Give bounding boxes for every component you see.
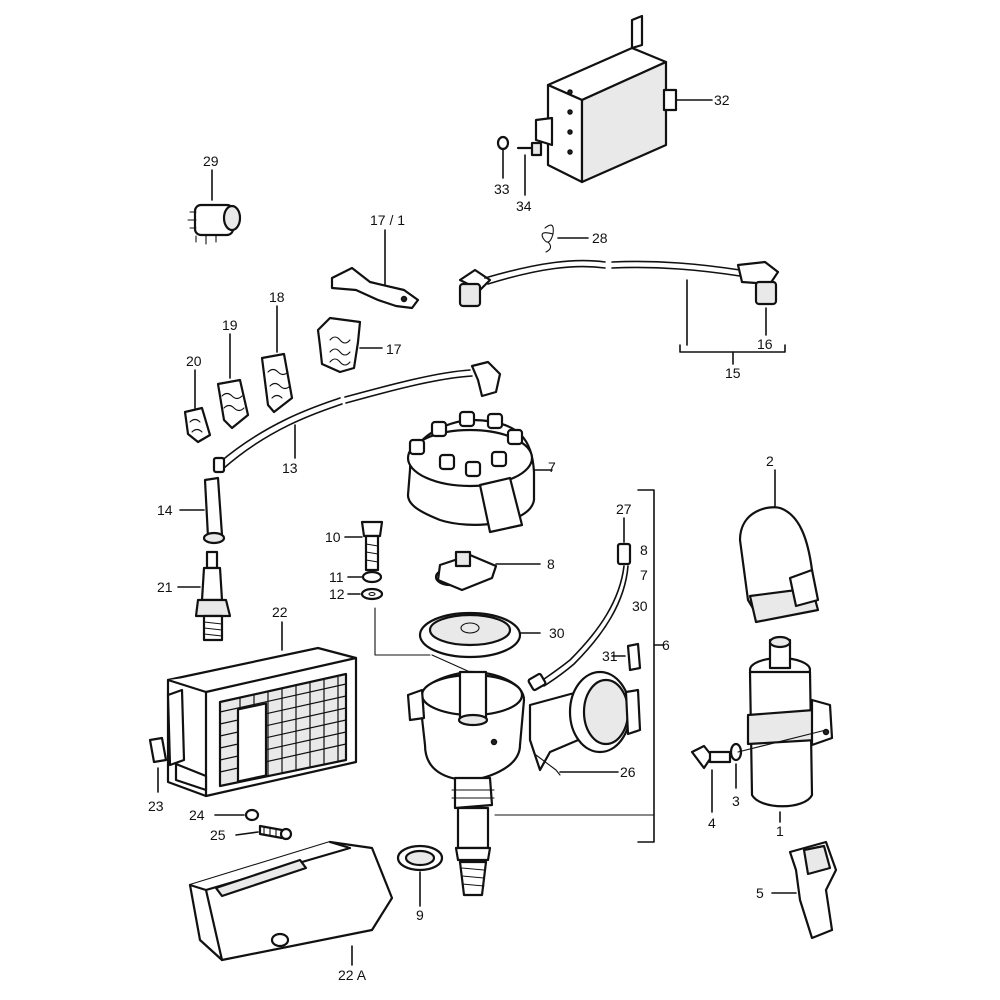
part-17-1-bracket [330,229,420,310]
part-1-ignition-coil [746,635,834,823]
part-7-distributor-cap [406,410,553,534]
callout-10: 10 [325,529,341,545]
part-22a-cover [188,840,394,966]
part-30-dust-cover [418,611,541,659]
callout-30: 30 [549,625,565,641]
callout-7b: 7 [640,567,648,583]
part-13-spark-plug-lead [212,360,502,474]
callout-33: 33 [494,181,510,197]
callout-19: 19 [222,317,238,333]
part-18-wire-clip [260,305,294,414]
callout-11: 11 [329,569,344,585]
part-25-screw [235,824,293,841]
part-19-wire-clip [216,333,250,430]
part-12-washer [347,587,384,601]
part-8-rotor [434,550,541,592]
callout-26: 26 [620,764,636,780]
callout-15: 15 [725,365,741,381]
callout-3: 3 [732,793,740,809]
part-24-washer [214,808,260,822]
part-22-ignition-box [166,621,358,798]
callout-20: 20 [186,353,202,369]
callout-24: 24 [189,807,205,823]
part-15-16-coil-lead [458,259,786,365]
callout-23: 23 [148,798,164,814]
callout-17-1: 17 / 1 [370,212,405,228]
part-5-bracket [771,840,838,940]
part-17-wire-holder [316,316,383,374]
callout-22a: 22 A [338,967,367,983]
callout-17: 17 [386,341,402,357]
part-21-spark-plug [177,550,232,642]
callout-12: 12 [329,586,345,602]
callout-7: 7 [548,459,556,475]
part-14-plug-connector [179,476,226,545]
callout-1: 1 [776,823,784,839]
callout-31: 31 [602,648,618,664]
part-33-washer [496,135,510,179]
callout-8b: 8 [640,542,648,558]
callout-29: 29 [203,153,219,169]
callout-28: 28 [592,230,608,246]
part-2-coil-cap [738,469,820,624]
callout-9: 9 [416,907,424,923]
callout-27: 27 [616,501,632,517]
callout-2: 2 [766,453,774,469]
part-11-washer [347,570,383,584]
part-32-control-unit [534,14,713,184]
part-29-ignition-switch [187,169,242,245]
callout-34: 34 [516,198,532,214]
part-10-bolt [344,520,384,572]
callout-14: 14 [157,502,173,518]
callout-30b: 30 [632,598,648,614]
part-23-clip [148,736,168,793]
callout-4: 4 [708,815,716,831]
callout-18: 18 [269,289,285,305]
part-6-distributor-body [406,489,665,897]
callout-25: 25 [210,827,226,843]
callout-16: 16 [757,336,773,352]
callout-6: 6 [662,637,670,653]
part-28-clip [541,224,589,253]
callout-numbers: 32 33 34 29 17 / 1 28 18 19 17 16 20 15 … [148,92,784,983]
callout-21: 21 [157,579,173,595]
part-4-bolt [690,744,732,813]
part-9-seal-ring [396,844,444,907]
callout-32: 32 [714,92,730,108]
part-27-sensor-lead [527,517,632,692]
callout-5: 5 [756,885,764,901]
part-3-washer [729,742,743,789]
callout-22: 22 [272,604,288,620]
callout-13: 13 [282,460,298,476]
part-34-screw [516,141,543,196]
callout-8: 8 [547,556,555,572]
part-31-connector [611,642,642,672]
part-20-wire-clip [183,369,212,444]
